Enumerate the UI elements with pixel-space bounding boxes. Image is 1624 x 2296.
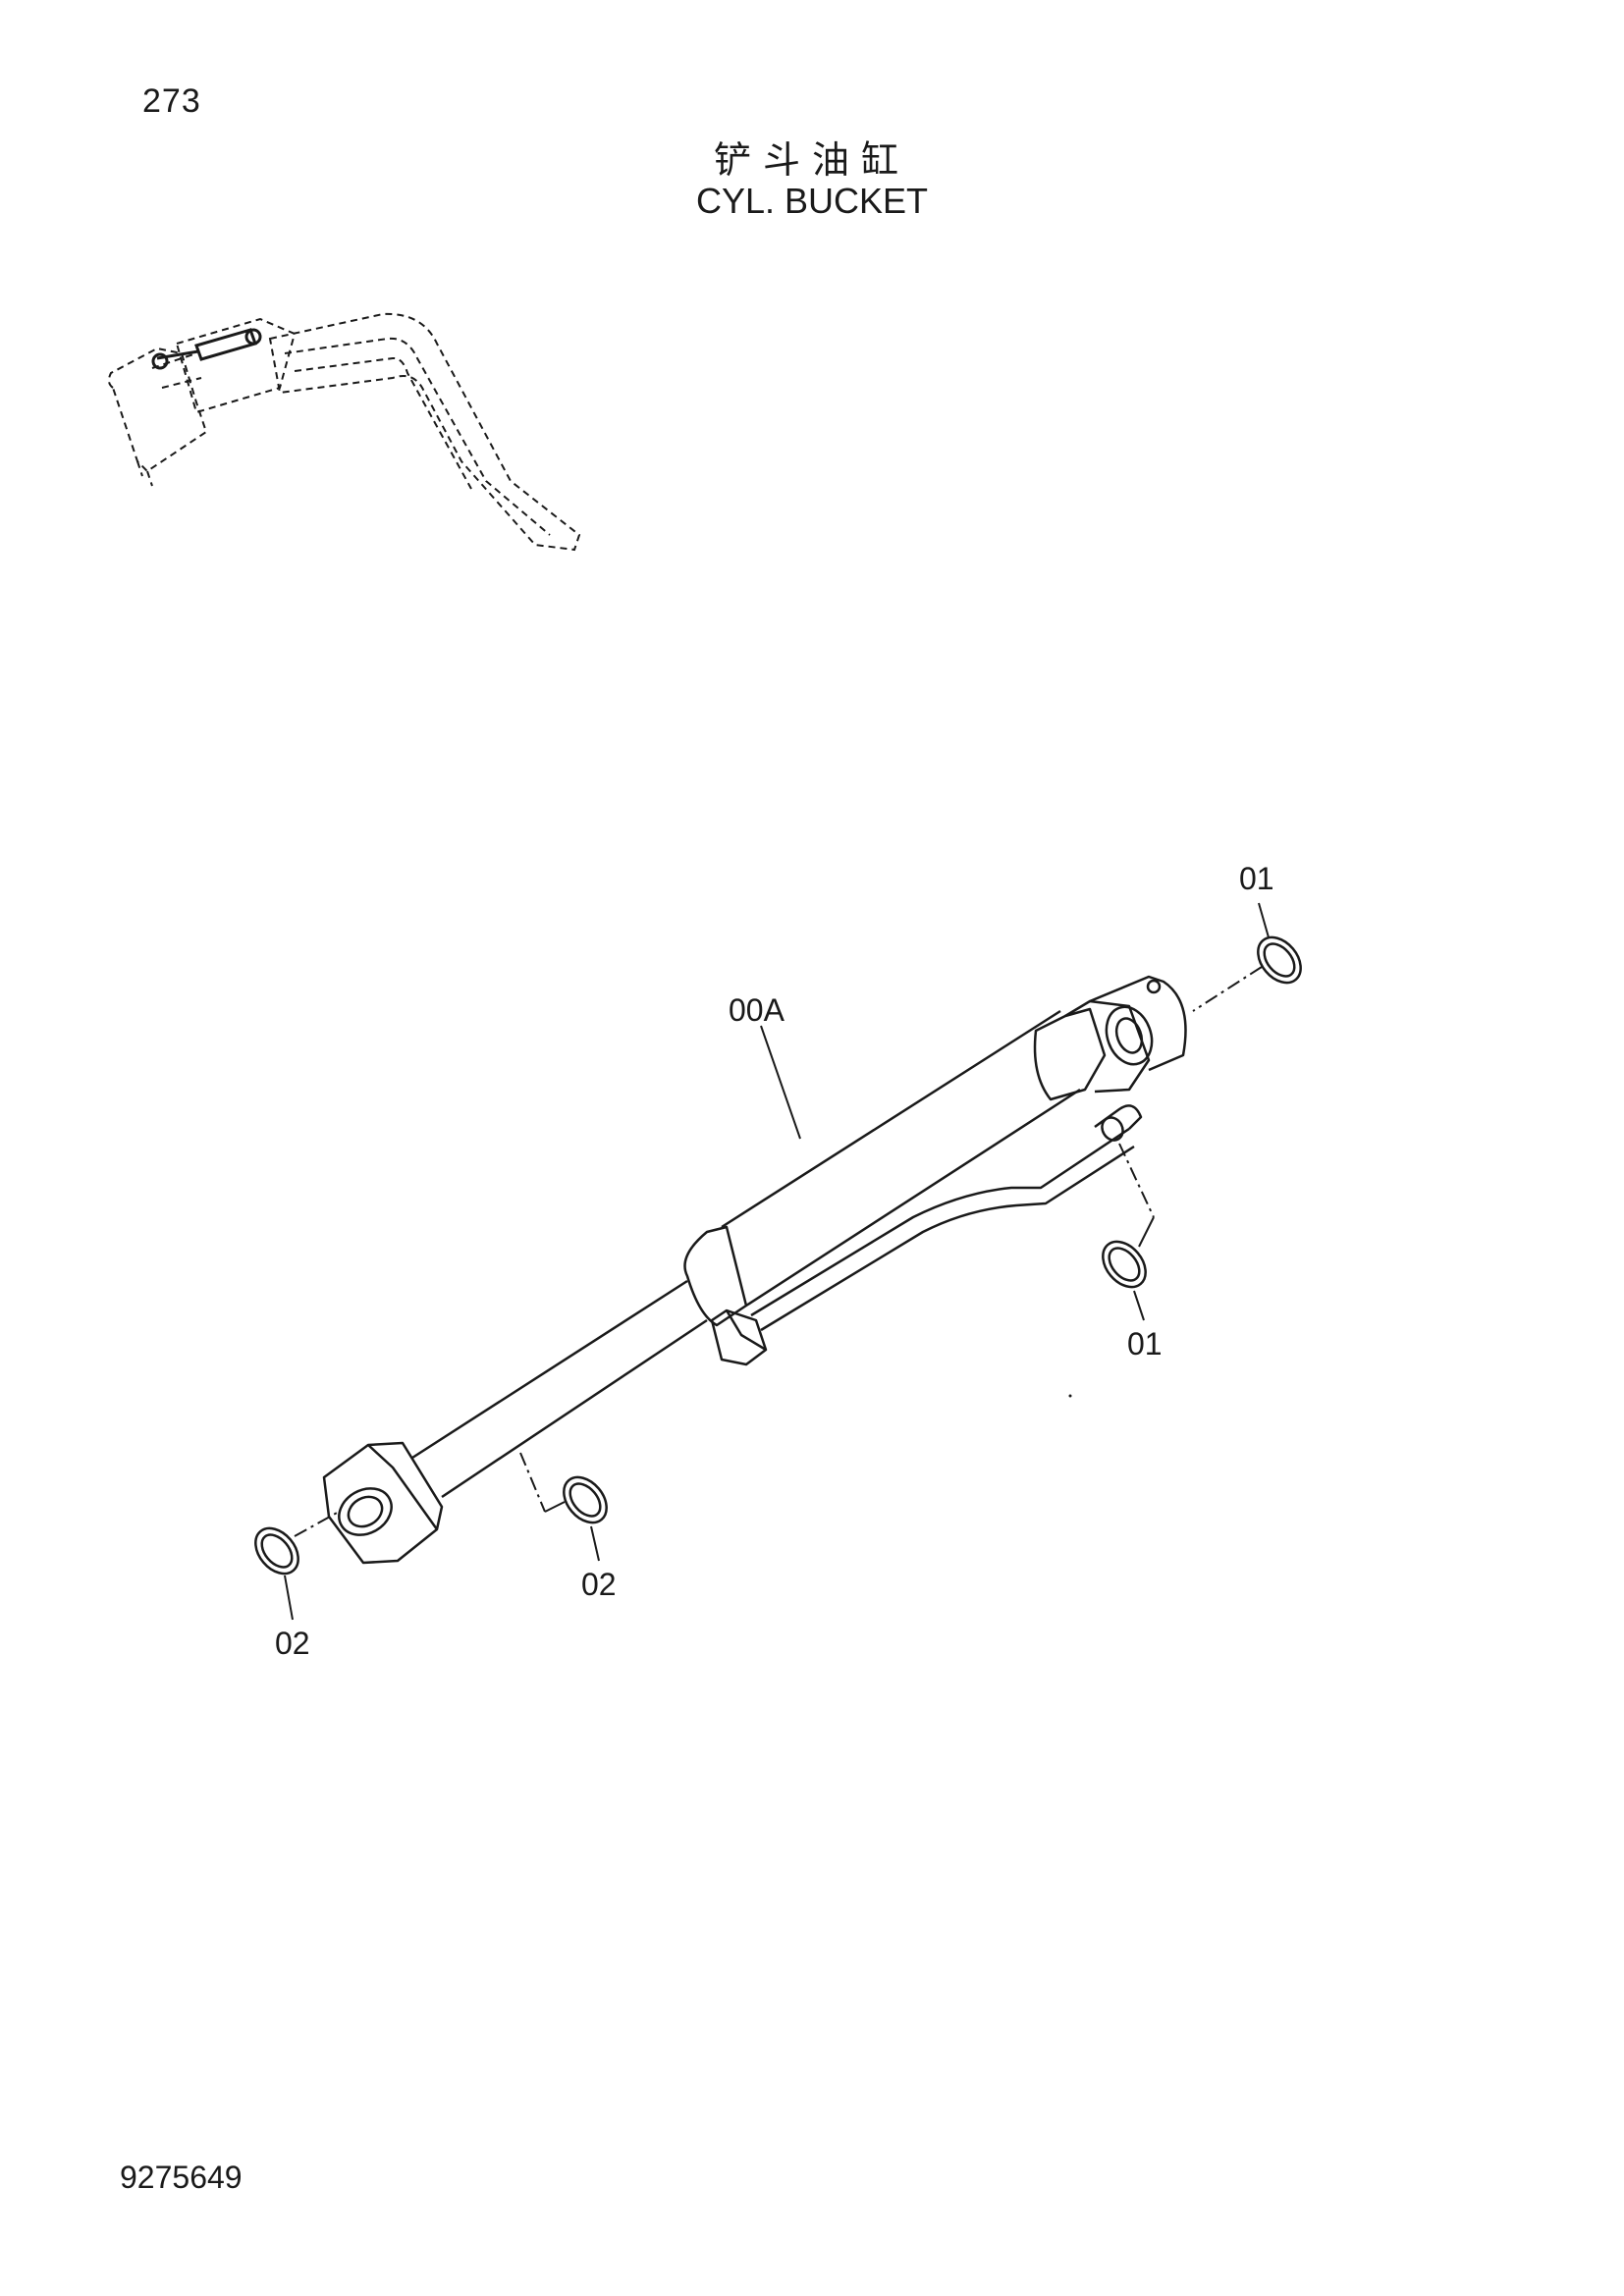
oring-parts xyxy=(254,935,1302,1575)
oring-head-top xyxy=(1257,935,1302,985)
title-english: CYL. BUCKET xyxy=(695,181,929,221)
callout-oring-rod-end: 02 xyxy=(275,1626,310,1661)
oring-port xyxy=(1102,1240,1147,1289)
bucket-cylinder xyxy=(322,975,1187,1565)
leader-lines xyxy=(284,902,1270,1621)
oring-rod-end xyxy=(254,1526,299,1575)
title-chinese: 铲斗油缸 xyxy=(713,138,910,182)
document-number: 9275649 xyxy=(120,2160,243,2195)
callout-oring-port: 01 xyxy=(1127,1326,1163,1362)
callout-oring-head-top: 01 xyxy=(1239,861,1274,896)
callout-cylinder-assembly: 00A xyxy=(729,992,785,1028)
page-number: 273 xyxy=(142,82,201,120)
locator-bucket-cylinder xyxy=(151,328,262,370)
excavator-locator-sketch xyxy=(107,312,581,552)
scan-speck xyxy=(1068,1394,1072,1398)
oring-rod-mid xyxy=(563,1475,608,1524)
callout-oring-rod-mid: 02 xyxy=(581,1567,617,1602)
